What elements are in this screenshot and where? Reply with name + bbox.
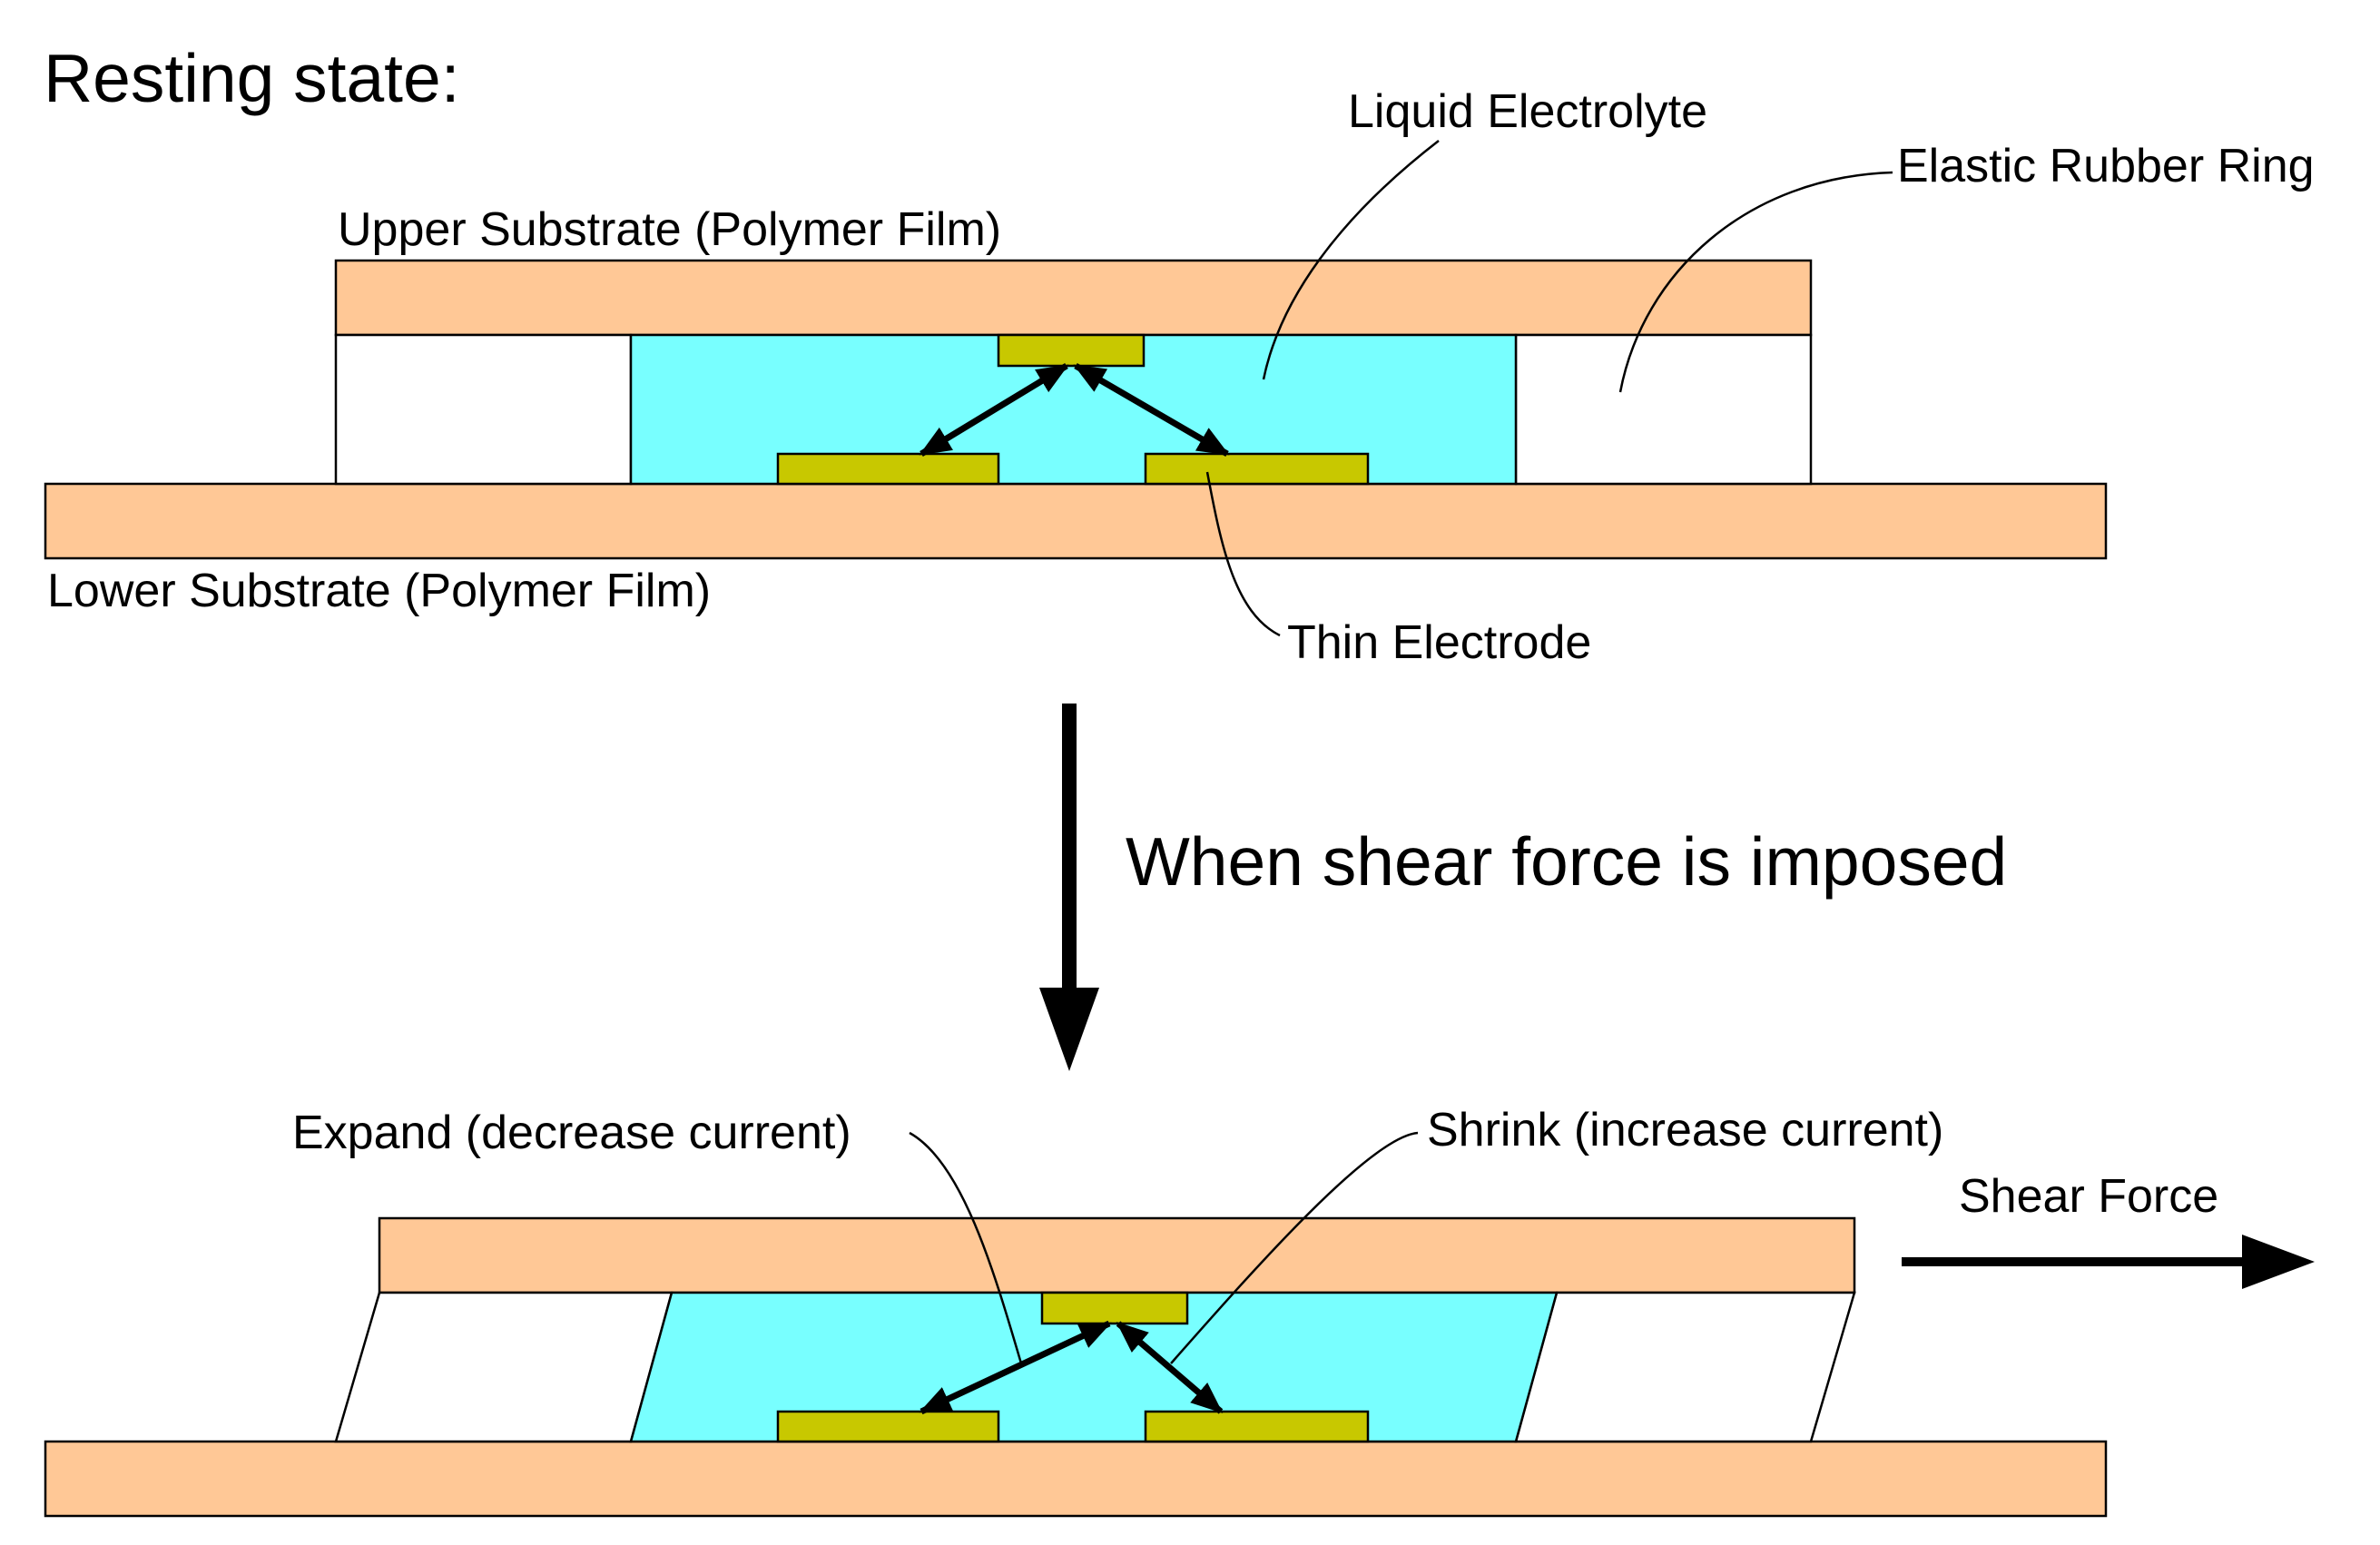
rubber-ring-leader: [1618, 171, 1893, 393]
rubber-ring-label: Elastic Rubber Ring: [1897, 140, 2315, 192]
shear-force-label: Shear Force: [1959, 1170, 2218, 1223]
electrode-leader: [1205, 471, 1281, 637]
electrode-bottom-left: [776, 452, 1000, 486]
lower-substrate-label: Lower Substrate (Polymer Film): [47, 565, 711, 617]
transition-arrow-head: [1039, 988, 1099, 1071]
electrolyte-leader: [1262, 140, 1440, 380]
transition-label: When shear force is imposed: [1126, 823, 2007, 900]
expand-label: Expand (decrease current): [292, 1107, 851, 1159]
resting-state-title: Resting state:: [44, 40, 460, 116]
upper-substrate-sheared: [378, 1216, 1856, 1294]
electrolyte-label: Liquid Electrolyte: [1348, 85, 1707, 138]
shrink-label: Shrink (increase current): [1427, 1104, 1943, 1156]
electrode-bottom-left-sheared: [776, 1410, 1000, 1443]
shrink-leader: [1170, 1131, 1419, 1364]
current-arrow-right: [1073, 362, 1230, 458]
upper-substrate-label: Upper Substrate (Polymer Film): [338, 203, 1001, 256]
electrode-top: [997, 333, 1146, 368]
lower-substrate: [44, 482, 2108, 560]
upper-substrate: [334, 259, 1813, 337]
current-arrow-left-sheared: [919, 1320, 1112, 1415]
rubber-ring-left: [334, 333, 633, 486]
current-arrow-left: [919, 363, 1069, 457]
expand-leader: [909, 1131, 1023, 1364]
electrode-bottom-right: [1144, 452, 1370, 486]
current-arrow-right-sheared: [1116, 1321, 1224, 1414]
shear-force-arrow-head: [2242, 1235, 2315, 1289]
rubber-ring-right: [1514, 333, 1813, 486]
rubber-ring-right-sheared: [1514, 1291, 1856, 1443]
rubber-ring-left-sheared: [334, 1291, 674, 1443]
electrode-bottom-right-sheared: [1144, 1410, 1370, 1443]
lower-substrate-sheared: [44, 1440, 2108, 1518]
electrode-top-sheared: [1040, 1291, 1189, 1325]
electrode-label: Thin Electrode: [1287, 616, 1591, 669]
